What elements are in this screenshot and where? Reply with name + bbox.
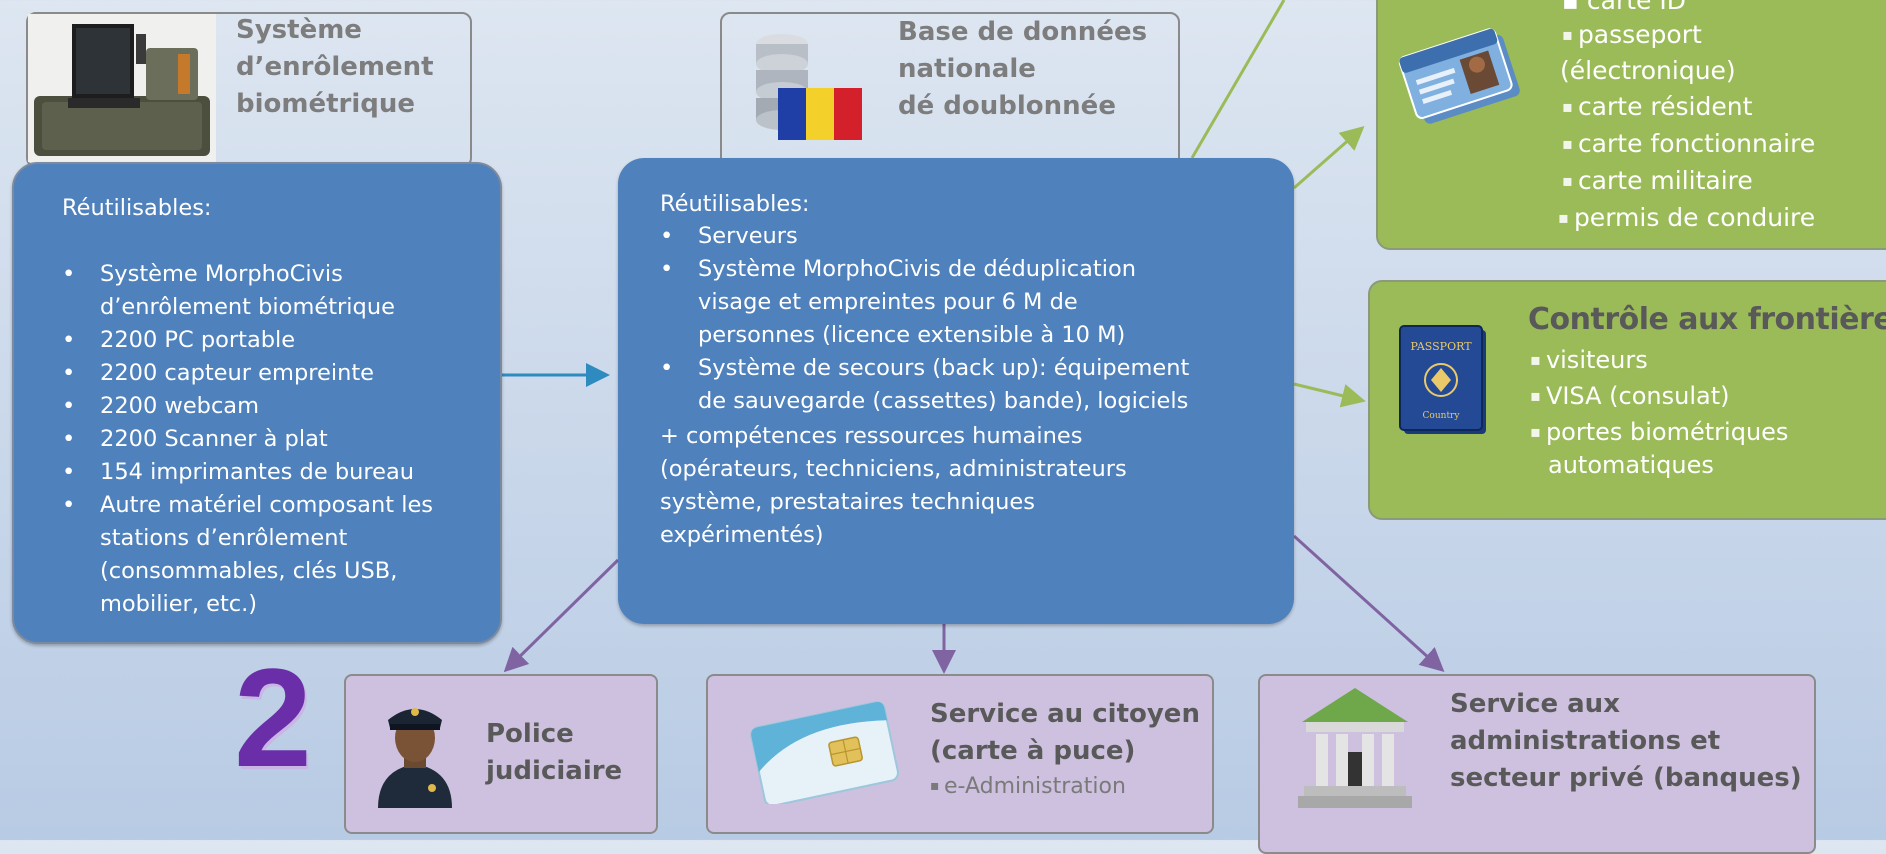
list-item: VISA (consulat) bbox=[1530, 378, 1788, 414]
citizen-subitem: e-Administration bbox=[930, 774, 1126, 799]
police-officer-icon bbox=[378, 708, 452, 808]
database-resources-box: Réutilisables: Serveurs Système MorphoCi… bbox=[618, 158, 1294, 624]
list-item: carte résident bbox=[1562, 88, 1815, 125]
list-item: permis de conduire bbox=[1558, 199, 1815, 236]
arrow-to-admin bbox=[1292, 534, 1445, 673]
svg-text:Country: Country bbox=[1423, 411, 1461, 421]
arrow-to-identity-docs bbox=[1293, 126, 1365, 190]
enrolment-reusable-label: Réutilisables: bbox=[62, 195, 212, 221]
enrolment-resources-box: Réutilisables: Système MorphoCivisd’enrô… bbox=[12, 162, 502, 644]
admin-title: Service aux administrations et secteur p… bbox=[1450, 689, 1802, 793]
list-item: Système de secours (back up): équipement… bbox=[660, 352, 1280, 418]
list-item: Serveurs bbox=[660, 220, 1280, 253]
list-item: carte militaire bbox=[1562, 162, 1815, 199]
arrow-to-top-offscreen bbox=[1190, 0, 1286, 159]
list-item: portes biométriques bbox=[1530, 414, 1788, 450]
database-flag-icon bbox=[756, 34, 862, 140]
arrow-to-border-control bbox=[1293, 382, 1366, 408]
list-item: 2200 capteur empreinte bbox=[62, 357, 482, 390]
list-item: 154 imprimantes de bureau bbox=[62, 456, 482, 489]
list-item: 2200 webcam bbox=[62, 390, 482, 423]
border-control-title: Contrôle aux frontières bbox=[1528, 302, 1886, 337]
police-title: Police judiciaire bbox=[486, 719, 623, 786]
database-items-list: Serveurs Système MorphoCivis de déduplic… bbox=[660, 220, 1280, 418]
passport-icon: PASSPORT Country bbox=[1399, 325, 1486, 434]
smart-card-icon bbox=[750, 701, 899, 804]
id-cards-icon bbox=[1398, 28, 1520, 124]
svg-text:PASSPORT: PASSPORT bbox=[1410, 340, 1472, 353]
border-control-list: visiteurs VISA (consulat) portes biométr… bbox=[1530, 342, 1788, 450]
database-extra-text: + compétences ressources humaines (opéra… bbox=[660, 423, 1127, 548]
list-item: 2200 PC portable bbox=[62, 324, 482, 357]
database-title: Base de données nationale dé doublonnée bbox=[898, 17, 1148, 121]
list-item: 2200 Scanner à plat bbox=[62, 423, 482, 456]
list-item: carte fonctionnaire bbox=[1562, 125, 1815, 162]
list-item: visiteurs bbox=[1530, 342, 1788, 378]
laptop-case-icon bbox=[28, 14, 216, 162]
citizen-title: Service au citoyen (carte à puce) bbox=[930, 699, 1200, 766]
passport-continuation: (électronique) bbox=[1560, 56, 1736, 85]
bank-building-icon bbox=[1298, 688, 1412, 808]
arrow-to-police bbox=[503, 558, 620, 673]
list-item: Système MorphoCivis de déduplicationvisa… bbox=[660, 253, 1280, 352]
database-reusable-label: Réutilisables: bbox=[660, 191, 810, 217]
identity-docs-partial-item: ▪ carte ID bbox=[1562, 0, 1686, 15]
enrolment-title: Système d’enrôlement biométrique bbox=[236, 15, 434, 119]
step-number: 2 bbox=[234, 639, 312, 796]
list-item: passeport bbox=[1562, 16, 1702, 53]
border-item-continuation: automatiques bbox=[1548, 451, 1714, 479]
identity-docs-list: passeport bbox=[1562, 16, 1702, 53]
identity-docs-list-rest: carte résident carte fonctionnaire carte… bbox=[1562, 88, 1815, 236]
